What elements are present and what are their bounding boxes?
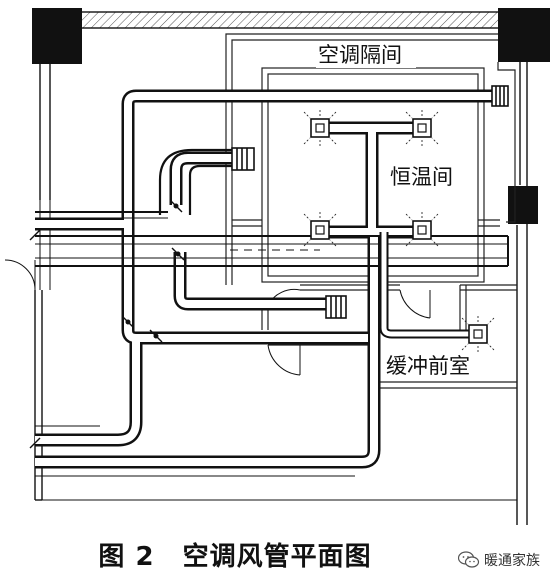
watermark: 暖通家族 <box>458 549 540 571</box>
column-top-right <box>498 8 550 62</box>
left-window <box>4 200 51 291</box>
column-top-left <box>32 8 82 64</box>
diffuser-icon <box>405 110 439 146</box>
watermark-text: 暖通家族 <box>484 553 540 569</box>
room-label-partition: 空调隔间 <box>318 43 402 67</box>
dampers <box>29 199 185 449</box>
wechat-icon <box>458 551 480 568</box>
diffuser-icon <box>405 212 439 247</box>
figure-caption: 图 2 空调风管平面图 <box>0 536 470 573</box>
building-walls <box>34 11 528 525</box>
room-label-buffer: 缓冲前室 <box>386 354 470 378</box>
column-right-mid <box>508 186 538 224</box>
caption-number: 图 2 <box>98 542 155 572</box>
room-label-constant-temp: 恒温间 <box>390 165 453 189</box>
doors <box>267 288 431 376</box>
diffuser-icon <box>303 212 337 247</box>
caption-title: 空调风管平面图 <box>182 542 372 572</box>
duct-network <box>35 89 509 477</box>
duct-terminals <box>231 85 509 319</box>
diffuser-icon <box>461 316 495 352</box>
diffuser-icon <box>303 110 337 146</box>
diffuser-icons <box>303 110 495 352</box>
duct-floor-plan: 空调隔间 恒温间 缓冲前室 <box>4 8 550 525</box>
